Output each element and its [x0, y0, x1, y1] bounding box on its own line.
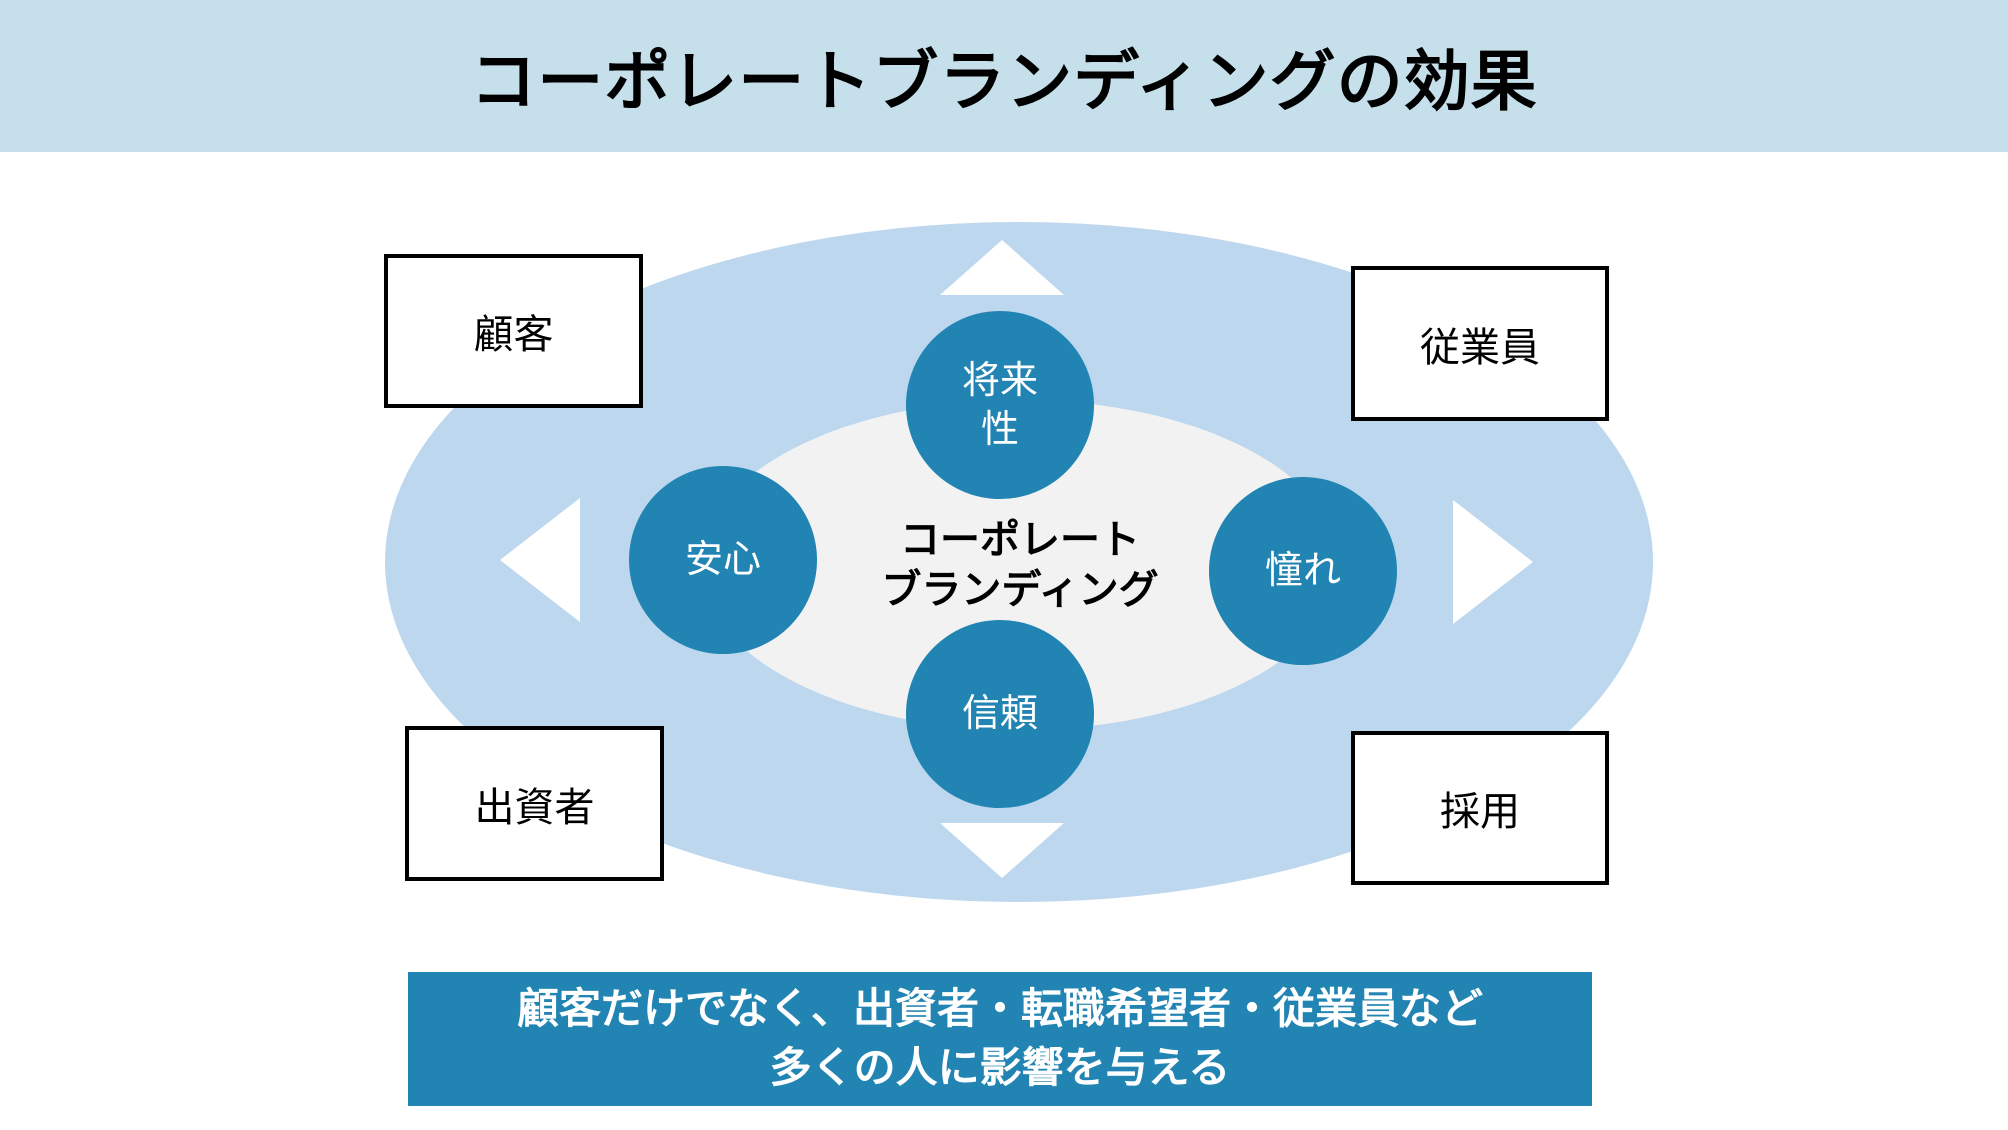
value-circle-future-line1: 将来: [961, 357, 1038, 402]
arrow-down-icon: [940, 823, 1064, 878]
value-circle-security: 安心: [629, 466, 817, 654]
center-label: コーポレート ブランディング: [820, 510, 1220, 620]
stakeholder-box-employees-label: 従業員: [1420, 324, 1540, 371]
arrow-right-icon: [1453, 500, 1533, 624]
value-circle-admiration: 憧れ: [1209, 477, 1397, 665]
arrow-left-icon: [500, 498, 580, 622]
summary-banner-line2: 多くの人に影響を与える: [769, 1043, 1231, 1092]
title-bar: コーポレートブランディングの効果: [0, 0, 2008, 152]
stakeholder-box-customers-label: 顧客: [473, 312, 554, 358]
summary-banner: 顧客だけでなく、出資者・転職希望者・従業員など 多くの人に影響を与える: [408, 972, 1592, 1106]
arrow-up-icon: [940, 240, 1064, 295]
value-circle-trust-label: 信頼: [961, 691, 1038, 736]
stakeholder-box-investors-label: 出資者: [474, 784, 595, 831]
stakeholder-box-employees: 従業員: [1351, 266, 1609, 421]
value-circle-future: 将来 性: [906, 311, 1094, 499]
value-circle-trust: 信頼: [906, 620, 1094, 808]
value-circle-future-line2: 性: [980, 407, 1019, 451]
page-title: コーポレートブランディングの効果: [470, 43, 1538, 120]
center-label-line1: コーポレート: [900, 517, 1140, 563]
stakeholder-box-recruiting-label: 採用: [1440, 789, 1520, 835]
center-label-line2: ブランディング: [881, 567, 1159, 613]
value-circle-admiration-label: 憧れ: [1264, 548, 1341, 593]
stakeholder-box-recruiting: 採用: [1351, 731, 1609, 885]
value-circle-security-label: 安心: [684, 537, 761, 582]
stakeholder-box-investors: 出資者: [405, 726, 664, 881]
stakeholder-box-customers: 顧客: [384, 254, 643, 408]
summary-banner-line1: 顧客だけでなく、出資者・転職希望者・従業員など: [516, 984, 1483, 1034]
